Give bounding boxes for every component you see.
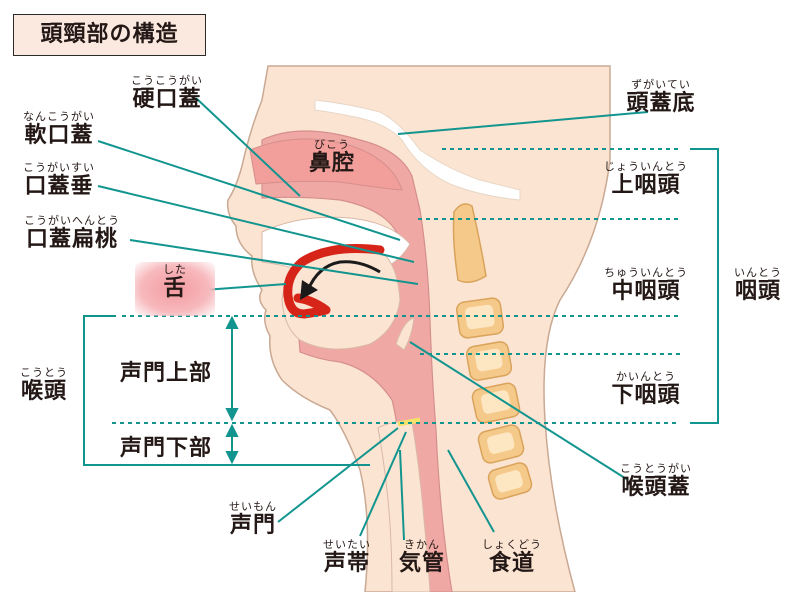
label-hard-palate: こうこうがい 硬口蓋 <box>112 74 222 113</box>
label-soft-palate: なんこうがい 軟口蓋 <box>14 110 104 149</box>
text-tonsil: 口蓋扁桃 <box>25 227 118 252</box>
level-arrows <box>225 315 239 465</box>
text-epiglottis: 喉頭蓋 <box>621 475 691 500</box>
ruby-soft-palate: なんこうがい <box>23 110 95 123</box>
text-uvula: 口蓋垂 <box>24 174 94 199</box>
label-supraglottis: 声門上部 <box>120 361 213 386</box>
text-epipharynx: 上咽頭 <box>611 173 681 198</box>
label-tonsil: こうがいへんとう 口蓋扁桃 <box>14 214 130 253</box>
label-vocal-cords: せいたい 声帯 <box>319 538 375 577</box>
ruby-vocal-cords: せいたい <box>323 538 371 551</box>
label-glottis: せいもん 声門 <box>225 500 281 539</box>
larynx-bracket <box>83 315 370 466</box>
text-vocal-cords: 声帯 <box>323 551 370 576</box>
text-glottis: 声門 <box>229 513 276 538</box>
nasal-cavity-inner <box>249 138 403 191</box>
text-hypopharynx: 下咽頭 <box>611 383 681 408</box>
label-skull-base: ずがいてい 頭蓋底 <box>616 78 706 117</box>
ruby-epipharynx: じょういんとう <box>604 160 688 173</box>
airflow-arrowhead <box>300 280 318 300</box>
pharynx-bracket <box>690 148 719 424</box>
ruby-hypopharynx: かいんとう <box>616 370 676 383</box>
label-esophagus: しょくどう 食道 <box>476 538 548 577</box>
ruby-trachea: きかん <box>404 538 440 551</box>
ruby-larynx: こうとう <box>20 366 68 379</box>
ruby-nasal-cavity: びこう <box>314 138 350 151</box>
text-skull-base: 頭蓋底 <box>626 91 696 116</box>
epiglottis-shape <box>395 317 415 351</box>
ruby-hard-palate: こうこうがい <box>131 74 203 87</box>
vertebrae-inner <box>465 304 523 493</box>
ruby-uvula: こうがいすい <box>23 161 95 174</box>
ruby-mesopharynx: ちゅういんとう <box>604 266 688 279</box>
text-larynx: 喉頭 <box>20 379 67 404</box>
text-pharynx: 咽頭 <box>734 279 781 304</box>
text-esophagus: 食道 <box>488 551 535 576</box>
text-tongue: 舌 <box>163 276 187 301</box>
label-hypopharynx: かいんとう 下咽頭 <box>604 370 688 409</box>
text-soft-palate: 軟口蓋 <box>24 123 94 148</box>
text-nasal-cavity: 鼻腔 <box>308 151 355 176</box>
tongue-highlight <box>135 262 215 316</box>
tongue-red-outline <box>283 244 385 319</box>
ruby-epiglottis: こうとうがい <box>620 462 692 475</box>
airflow-arrow <box>306 260 381 291</box>
label-mesopharynx: ちゅういんとう 中咽頭 <box>590 266 702 305</box>
label-nasal-cavity: びこう 鼻腔 <box>302 138 362 177</box>
ruby-tongue: した <box>163 263 187 276</box>
ruby-pharynx: いんとう <box>734 266 782 279</box>
label-uvula: こうがいすい 口蓋垂 <box>14 161 104 200</box>
label-pharynx: いんとう 咽頭 <box>728 266 788 305</box>
ruby-tonsil: こうがいへんとう <box>24 214 120 227</box>
text-mesopharynx: 中咽頭 <box>611 279 681 304</box>
label-epiglottis: こうとうがい 喉頭蓋 <box>606 462 706 501</box>
leader-lines <box>97 97 649 541</box>
text-trachea: 気管 <box>398 551 445 576</box>
label-larynx: こうとう 喉頭 <box>14 366 74 405</box>
label-epipharynx: じょういんとう 上咽頭 <box>596 160 696 199</box>
page-title: 頭頸部の構造 <box>13 14 206 56</box>
label-tongue: した 舌 <box>150 263 200 302</box>
skull-base-bone <box>314 99 521 201</box>
region-dotted-lines <box>112 148 680 424</box>
ruby-esophagus: しょくどう <box>482 538 542 551</box>
ruby-skull-base: ずがいてい <box>631 78 691 91</box>
ruby-glottis: せいもん <box>229 500 277 513</box>
label-trachea: きかん 気管 <box>394 538 450 577</box>
label-subglottis: 声門下部 <box>120 436 213 461</box>
text-hard-palate: 硬口蓋 <box>132 87 202 112</box>
